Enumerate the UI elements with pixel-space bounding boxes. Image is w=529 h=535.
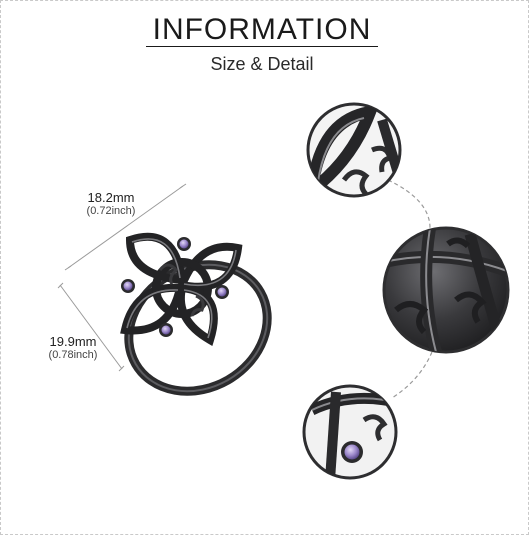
width-mm: 18.2mm — [87, 190, 135, 205]
detail-view-top — [306, 102, 402, 198]
page-subtitle: Size & Detail — [210, 54, 314, 74]
title-underline — [146, 46, 378, 47]
gemstone-closeup — [344, 444, 360, 460]
height-inch: (0.78inch) — [48, 349, 98, 361]
height-mm: 19.9mm — [49, 334, 97, 349]
width-inch: (0.72inch) — [86, 205, 136, 217]
ring-image — [120, 232, 272, 396]
dimension-lines — [57, 183, 187, 372]
width-dimension-label: 18.2mm (0.72inch) — [74, 190, 148, 217]
detail-view-bottom — [302, 384, 398, 480]
page-title: INFORMATION — [152, 13, 372, 46]
height-dimension-label: 19.9mm (0.78inch) — [38, 334, 108, 361]
gemstones — [121, 237, 229, 337]
detail-connectors — [387, 179, 433, 399]
detail-view-middle — [382, 226, 510, 354]
